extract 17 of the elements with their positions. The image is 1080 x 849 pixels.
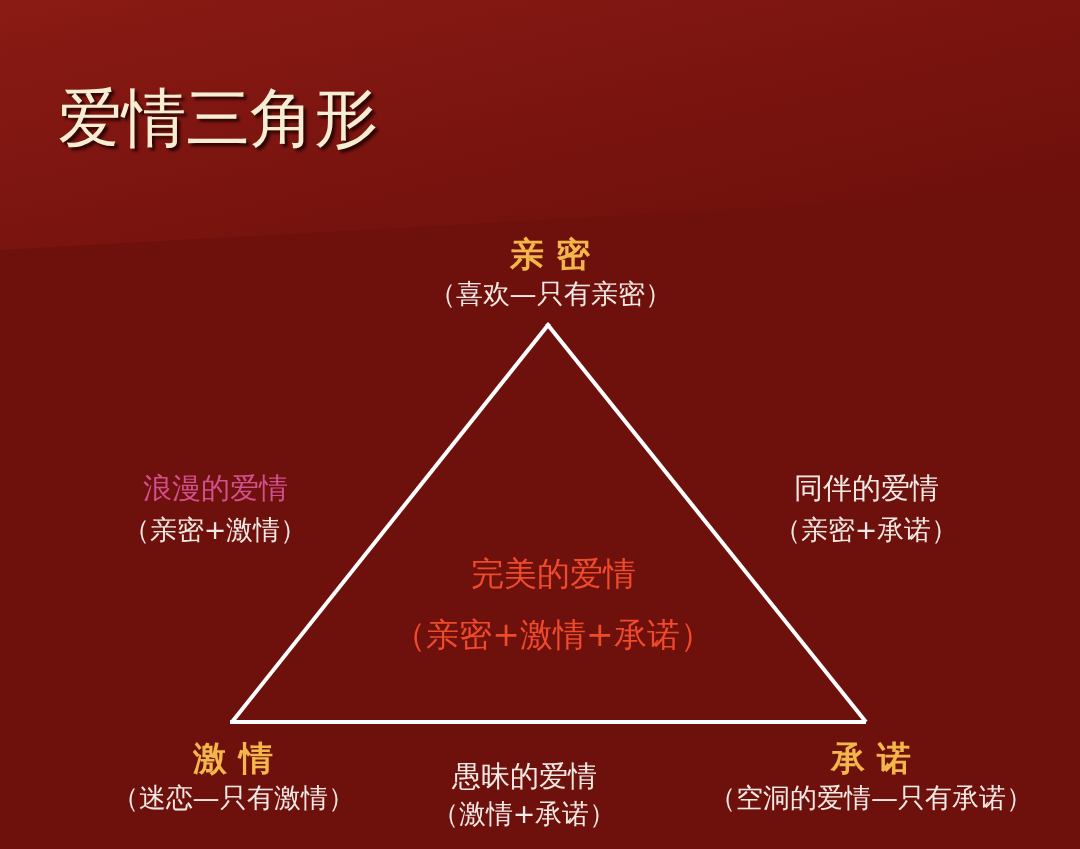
vertex-note: （喜欢—只有亲密） bbox=[428, 277, 672, 311]
love-type-note: （亲密+激情+承诺） bbox=[393, 614, 713, 655]
triangle-side bbox=[545, 322, 868, 724]
vertex-note: （迷恋—只有激情） bbox=[111, 781, 355, 815]
love-type-label: 愚昧的爱情 bbox=[451, 758, 597, 795]
vertex-title: 承 诺 bbox=[831, 737, 911, 780]
vertex-title: 亲 密 bbox=[510, 233, 590, 276]
love-type-label: 完美的爱情 bbox=[470, 553, 636, 594]
love-type-label: 浪漫的爱情 bbox=[142, 470, 288, 507]
love-type-note: （亲密+承诺） bbox=[773, 513, 959, 547]
triangle-side bbox=[230, 720, 866, 724]
vertex-title: 激 情 bbox=[193, 737, 273, 780]
love-type-note: （激情+承诺） bbox=[431, 797, 617, 831]
vertex-note: （空洞的爱情—只有承诺） bbox=[709, 781, 1033, 815]
love-type-note: （亲密+激情） bbox=[122, 513, 308, 547]
love-type-label: 同伴的爱情 bbox=[793, 470, 939, 507]
slide-title: 爱情三角形 bbox=[58, 80, 378, 157]
